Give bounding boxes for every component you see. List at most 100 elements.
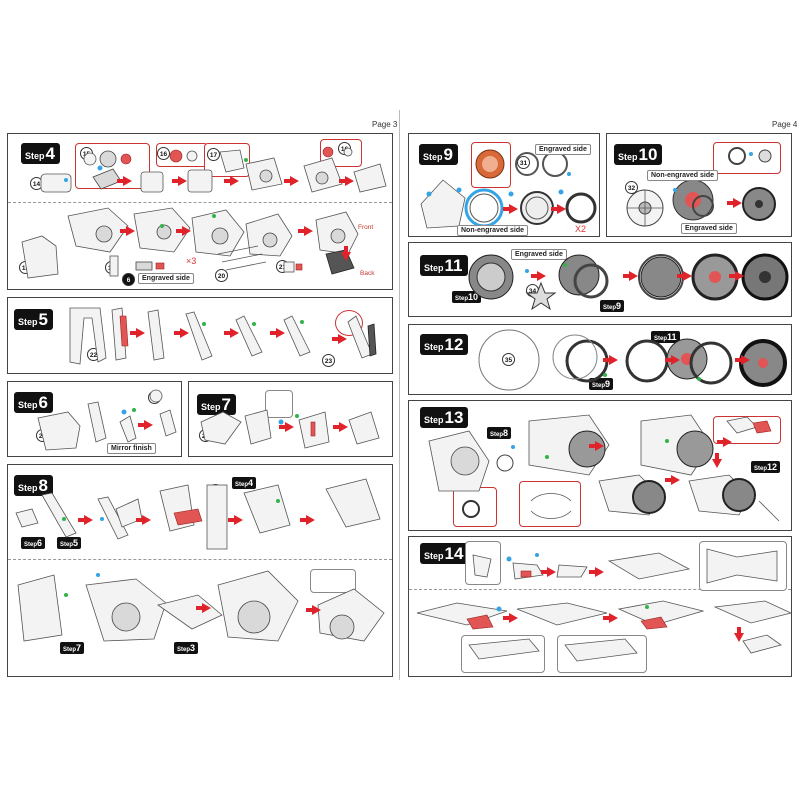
non-engraved-side-label: Non-engraved side xyxy=(457,225,529,236)
assembly-illustration xyxy=(478,329,787,391)
front-label: Front xyxy=(358,224,374,231)
detail-box xyxy=(310,569,356,593)
page-4: Page 4 Step9 30 31 Engraved side Non-eng… xyxy=(400,0,800,800)
part-number: 20 xyxy=(215,269,228,282)
arrow-right xyxy=(603,613,618,623)
detail-box xyxy=(265,390,293,418)
arrow-left xyxy=(665,475,680,485)
arrow-right xyxy=(727,198,742,208)
quantity-multiplier: ×3 xyxy=(186,256,197,266)
assembly-illustration xyxy=(21,146,387,279)
arrow-right xyxy=(677,271,692,281)
assembly-illustration xyxy=(37,389,177,451)
part-number: 14 xyxy=(30,177,43,190)
assembly-illustration xyxy=(420,149,597,229)
step-ref: Step6 xyxy=(21,537,46,549)
part-number: 32 xyxy=(625,181,638,194)
arrow-right xyxy=(176,226,191,236)
step-8-panel: Step8 Step6 Step5 Step4 Step7 Step3 28 2… xyxy=(7,464,393,677)
assembly-illustration xyxy=(15,478,385,642)
arrow-right xyxy=(136,515,151,525)
arrow-right xyxy=(298,226,313,236)
arrow-right xyxy=(279,422,294,432)
mirror-finish-label: Mirror finish xyxy=(107,443,156,454)
arrow-right xyxy=(228,515,243,525)
arrow-down xyxy=(341,246,351,261)
step-ref-badge: 6 xyxy=(122,273,135,286)
arrow-right xyxy=(589,441,604,451)
assembly-illustration xyxy=(200,409,380,449)
arrow-right xyxy=(503,204,518,214)
engraved-side-label: Engraved side xyxy=(535,144,591,155)
arrow-right xyxy=(224,176,239,186)
engraved-side-label: Engraved side xyxy=(511,249,567,260)
arrow-right xyxy=(333,422,348,432)
arrow-right xyxy=(174,328,189,338)
arrow-right xyxy=(332,334,347,344)
part-number: 17 xyxy=(207,148,220,161)
assembly-illustration xyxy=(69,307,377,365)
arrow-right xyxy=(729,271,744,281)
arrow-right xyxy=(284,176,299,186)
arrow-right xyxy=(339,176,354,186)
quantity-multiplier: X2 xyxy=(575,224,587,234)
step-10-panel: Step10 32 33 Non-engraved side Engraved … xyxy=(606,133,792,237)
arrow-right xyxy=(172,176,187,186)
assembly-illustration xyxy=(626,147,776,227)
arrow-right xyxy=(130,328,145,338)
part-number: 35 xyxy=(502,353,515,366)
step-ref: Step10 xyxy=(452,291,482,303)
step-7-panel: Step7 26 27 xyxy=(188,381,393,457)
arrow-right xyxy=(551,204,566,214)
step-ref: Step12 xyxy=(751,461,781,473)
arrow-right xyxy=(78,515,93,525)
page-number: Page 4 xyxy=(772,120,798,129)
non-engraved-side-label: Non-engraved side xyxy=(647,170,719,181)
page-divider xyxy=(399,110,400,680)
arrow-right xyxy=(531,271,546,281)
step-ref: Step3 xyxy=(174,642,199,654)
engraved-side-label: Engraved side xyxy=(138,273,194,284)
step-ref: Step7 xyxy=(60,642,85,654)
arrow-down xyxy=(734,627,744,642)
step-6-panel: Step6 24 25 Mirror finish xyxy=(7,381,182,457)
step-9-panel: Step9 30 31 Engraved side Non-engraved s… xyxy=(408,133,600,237)
arrow-right xyxy=(224,328,239,338)
arrow-right xyxy=(306,605,321,615)
arrow-right xyxy=(117,176,132,186)
part-number: 16 xyxy=(157,147,170,160)
arrow-down xyxy=(712,453,722,468)
part-number: 23 xyxy=(322,354,335,367)
step-ref: Step8 xyxy=(487,427,512,439)
arrow-right xyxy=(270,328,285,338)
sub-divider xyxy=(8,559,392,560)
step-ref: Step11 xyxy=(651,331,680,343)
arrow-right xyxy=(623,271,638,281)
arrow-right xyxy=(196,603,211,613)
arrow-right xyxy=(603,355,618,365)
back-label: Back xyxy=(360,270,375,277)
arrow-right xyxy=(138,420,153,430)
sub-divider xyxy=(409,589,791,590)
part-number: 31 xyxy=(517,156,530,169)
arrow-right xyxy=(503,613,518,623)
arrow-right xyxy=(541,567,556,577)
page-number: Page 3 xyxy=(372,120,398,129)
sub-divider xyxy=(8,202,392,203)
arrow-right xyxy=(300,515,315,525)
